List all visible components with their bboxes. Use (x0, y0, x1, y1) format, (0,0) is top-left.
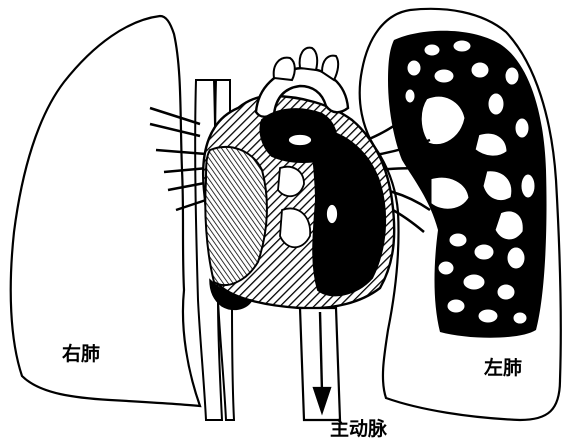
descending-aorta (300, 308, 340, 420)
aorta-label: 主动脉 (330, 420, 387, 439)
right-atrium (205, 147, 267, 285)
right-lung-label: 右肺 (62, 345, 100, 364)
left-lung-label: 左肺 (484, 359, 522, 378)
right-lung (11, 16, 200, 406)
